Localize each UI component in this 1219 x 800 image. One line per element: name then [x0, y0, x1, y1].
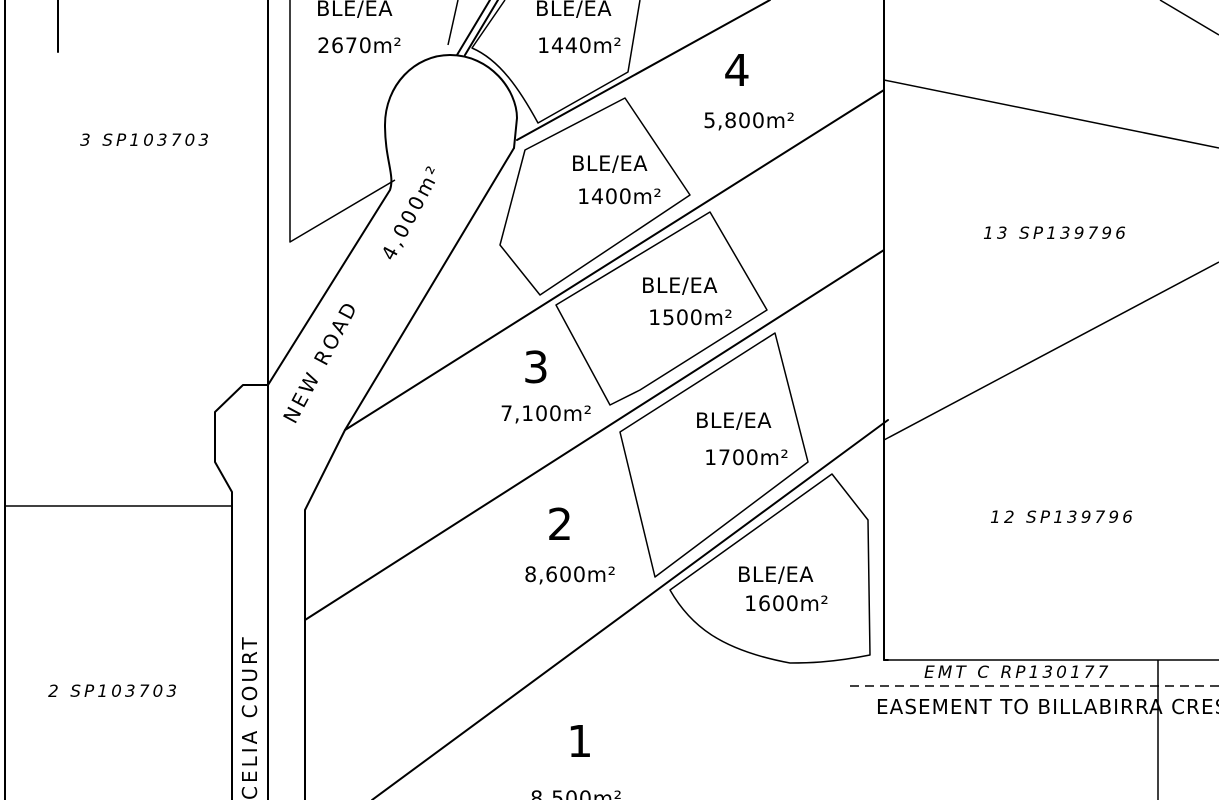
neighbour-13-top-line: [883, 79, 1219, 149]
lot-2-number: 2: [546, 500, 574, 551]
neighbour-corner-line: [1159, 0, 1219, 36]
envelope-2670-edge: [447, 0, 459, 46]
envelope-1500-outline: [555, 211, 768, 406]
envelope-1700-outline: [619, 332, 809, 578]
envelope-1600-outline: [669, 473, 871, 664]
lot-4-top-boundary: [516, 0, 771, 141]
envelope-2670-outline: [289, 0, 396, 243]
road-stem-line-a: [456, 0, 491, 56]
celia-court-label: CELIA COURT: [238, 634, 262, 800]
envelope-1600-area: 1600m²: [744, 592, 829, 616]
neighbour-ref-12: 12 SP139796: [990, 508, 1136, 528]
new-road-east-edge: [304, 147, 515, 800]
lot-4-area: 5,800m²: [703, 109, 796, 133]
lot-1-area: 8,500m²: [530, 787, 623, 800]
envelope-1700-label: BLE/EA: [695, 409, 772, 433]
envelope-1440-area: 1440m²: [537, 34, 622, 58]
lot-1-number: 1: [566, 717, 594, 768]
envelope-1400-outline: [499, 97, 691, 296]
lot-3-number: 3: [522, 343, 550, 394]
lot-2-area: 8,600m²: [524, 563, 617, 587]
neighbour-ref-13: 13 SP139796: [983, 224, 1129, 244]
envelope-1400-area: 1400m²: [577, 185, 662, 209]
envelope-1600-label: BLE/EA: [737, 563, 814, 587]
road-stem-line-b: [464, 0, 499, 56]
envelope-1440-label: BLE/EA: [535, 0, 612, 21]
lot-4-number: 4: [723, 46, 751, 97]
new-road-area: 4,000m²: [376, 160, 447, 265]
neighbour-ref-2: 2 SP103703: [48, 682, 180, 702]
envelope-2670-label: BLE/EA: [316, 0, 393, 21]
lot-1-2-boundary: [371, 419, 889, 800]
lot-2-3-boundary: [304, 249, 885, 621]
new-road-west-edge: [267, 54, 518, 386]
easement-code: EMT C RP130177: [924, 663, 1111, 683]
lot-3-4-boundary: [344, 89, 885, 431]
new-road-label: NEW ROAD: [278, 296, 363, 427]
neighbour-12-divider-line: [883, 261, 1219, 441]
envelope-1400-label: BLE/EA: [571, 152, 648, 176]
easement-label: EASEMENT TO BILLABIRRA CRES: [876, 695, 1219, 719]
envelope-1500-label: BLE/EA: [641, 274, 718, 298]
envelope-1700-area: 1700m²: [704, 446, 789, 470]
envelope-2670-area: 2670m²: [317, 34, 402, 58]
neighbour-ref-3: 3 SP103703: [80, 131, 212, 151]
lot-3-area: 7,100m²: [500, 402, 593, 426]
envelope-1500-area: 1500m²: [648, 306, 733, 330]
envelope-1440-outline: [471, 0, 641, 124]
